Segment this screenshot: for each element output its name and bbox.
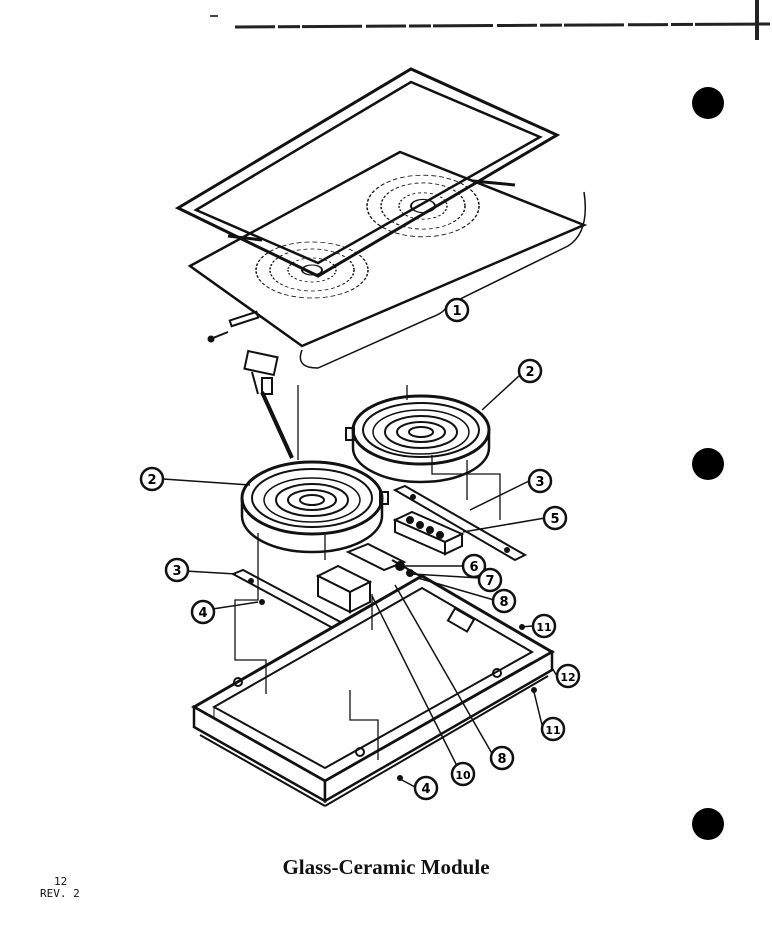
svg-text:1: 1 [452, 304, 461, 319]
callout-1: 1 [444, 297, 470, 323]
callout-3-front: 3 [164, 557, 190, 583]
assembly-guide-lines [234, 385, 501, 760]
glass-top-assembly [174, 67, 588, 369]
svg-text:5: 5 [550, 512, 559, 527]
callout-2-front: 2 [139, 466, 165, 492]
callout-11-top: 11 [531, 613, 557, 639]
svg-text:10: 10 [455, 769, 471, 782]
relay-components [345, 542, 421, 577]
svg-text:7: 7 [485, 574, 494, 589]
callout-6: 6 [461, 553, 487, 579]
svg-text:3: 3 [535, 475, 544, 490]
callout-5: 5 [542, 505, 568, 531]
figure-caption: Glass-Ceramic Module [282, 855, 490, 879]
radiant-pattern-left [255, 241, 369, 299]
callout-10: 10 [450, 761, 476, 787]
callout-4-left: 4 [190, 599, 216, 625]
callout-3-rear: 3 [527, 468, 553, 494]
base-pan [190, 574, 556, 807]
callout-11-bottom: 11 [540, 716, 566, 742]
callout-2-rear: 2 [517, 358, 543, 384]
svg-text:8: 8 [499, 595, 508, 610]
callout-8-right: 8 [491, 588, 517, 614]
limiter-probe [243, 349, 294, 459]
svg-text:2: 2 [147, 473, 156, 488]
svg-text:4: 4 [421, 782, 430, 797]
svg-text:11: 11 [545, 724, 560, 737]
svg-text:8: 8 [497, 752, 506, 767]
svg-text:6: 6 [469, 560, 478, 575]
svg-text:11: 11 [536, 621, 551, 634]
page-number: 12 [54, 875, 68, 888]
terminal-block [392, 510, 465, 556]
punch-hole-middle [692, 448, 724, 480]
svg-text:12: 12 [560, 671, 575, 684]
svg-text:2: 2 [525, 365, 534, 380]
burner-element-rear [345, 394, 491, 484]
callout-7: 7 [477, 567, 503, 593]
callout-8-bottom: 8 [489, 745, 515, 771]
glass-panel [187, 150, 588, 348]
callout-12: 12 [555, 663, 581, 689]
punch-hole-bottom [692, 808, 724, 840]
burner-element-front [240, 460, 389, 554]
revision-label: REV. 2 [40, 887, 80, 900]
callout-4-bottom: 4 [413, 775, 439, 801]
svg-text:3: 3 [172, 564, 181, 579]
top-frame [174, 67, 561, 278]
scan-edge-artifact [210, 0, 771, 40]
switch-box [315, 564, 373, 614]
punch-hole-top [692, 87, 724, 119]
page-footer: 12 REV. 2 [40, 876, 80, 900]
svg-text:4: 4 [198, 606, 207, 621]
support-bar-rear [392, 484, 528, 562]
top-frame-inner [193, 80, 543, 265]
